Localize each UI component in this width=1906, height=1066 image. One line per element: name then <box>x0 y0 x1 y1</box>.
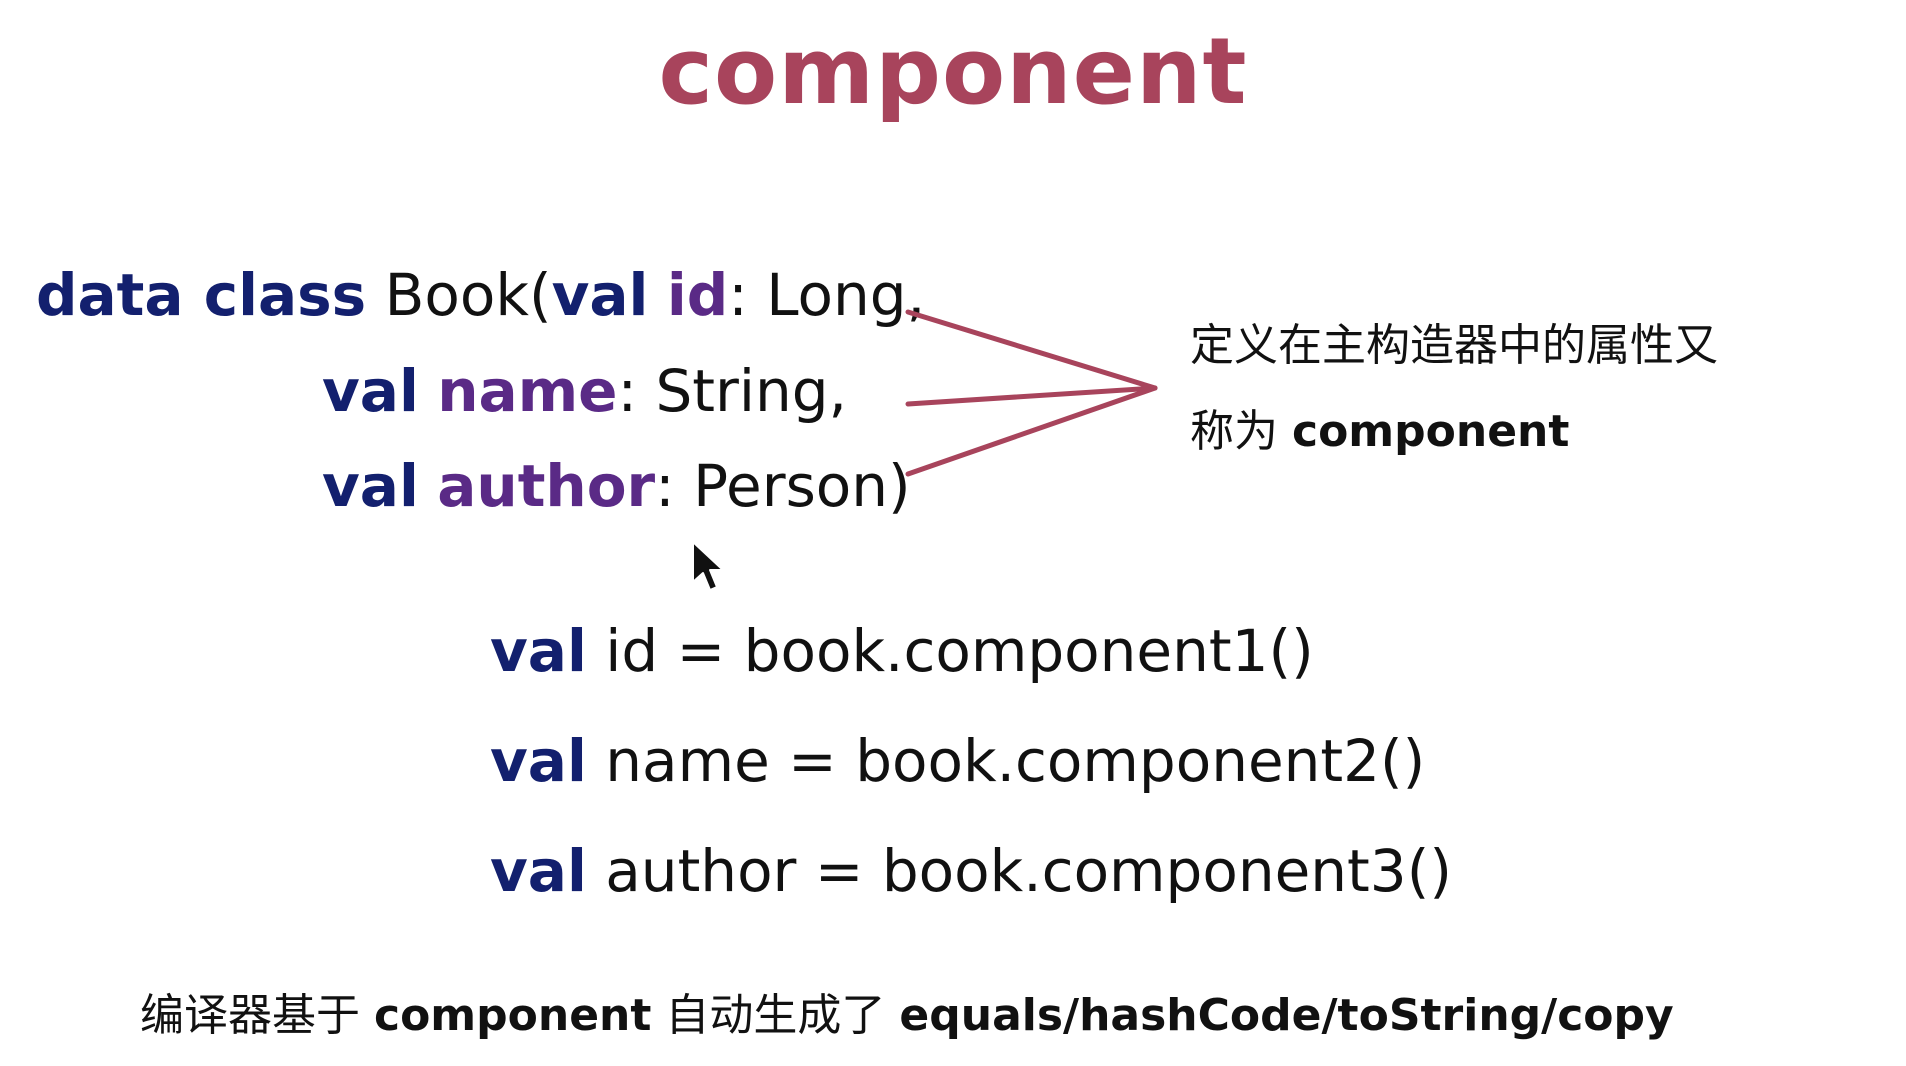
arrow-line-top <box>905 309 1158 391</box>
property-id: id <box>666 261 729 329</box>
arrow-line-bottom <box>905 385 1158 477</box>
note-prefix: 称为 <box>1190 406 1278 457</box>
footer-caption: 编译器基于 component 自动生成了 equals/hashCode/to… <box>140 994 1674 1038</box>
code-line-author: val author: Person) <box>322 457 911 515</box>
usage-line-component2: val name = book.component2() <box>490 732 1425 790</box>
property-name: name <box>437 357 618 425</box>
keyword-val: val <box>490 617 587 685</box>
keyword-data-class: data class <box>36 261 367 329</box>
code-line-name: val name: String, <box>322 362 847 420</box>
mouse-cursor-icon <box>692 541 724 591</box>
class-name: Book( <box>384 261 552 329</box>
note-line-1: 定义在主构造器中的属性又 <box>1190 320 1718 371</box>
keyword-val: val <box>490 837 587 905</box>
usage-expression: name = book.component2() <box>605 727 1426 795</box>
footer-bold-component: component <box>374 990 652 1041</box>
code-line-declaration: data class Book(val id: Long, <box>36 266 925 324</box>
footer-bold-methods: equals/hashCode/toString/copy <box>899 990 1674 1041</box>
keyword-val: val <box>551 261 649 329</box>
note-component: component <box>1292 406 1570 457</box>
type-string: : String, <box>617 357 847 425</box>
keyword-val: val <box>322 452 419 520</box>
usage-line-component3: val author = book.component3() <box>490 842 1452 900</box>
note-line-2: 称为 component <box>1190 410 1569 454</box>
arrow-line-middle <box>905 385 1158 407</box>
type-person: : Person) <box>655 452 911 520</box>
footer-text-2: 自动生成了 <box>665 990 886 1041</box>
usage-expression: id = book.component1() <box>605 617 1314 685</box>
slide-title: component <box>658 18 1248 125</box>
usage-line-component1: val id = book.component1() <box>490 622 1314 680</box>
keyword-val: val <box>490 727 587 795</box>
usage-expression: author = book.component3() <box>605 837 1452 905</box>
footer-text-1: 编译器基于 <box>140 990 360 1041</box>
type-long: : Long, <box>728 261 926 329</box>
keyword-val: val <box>322 357 419 425</box>
property-author: author <box>437 452 656 520</box>
